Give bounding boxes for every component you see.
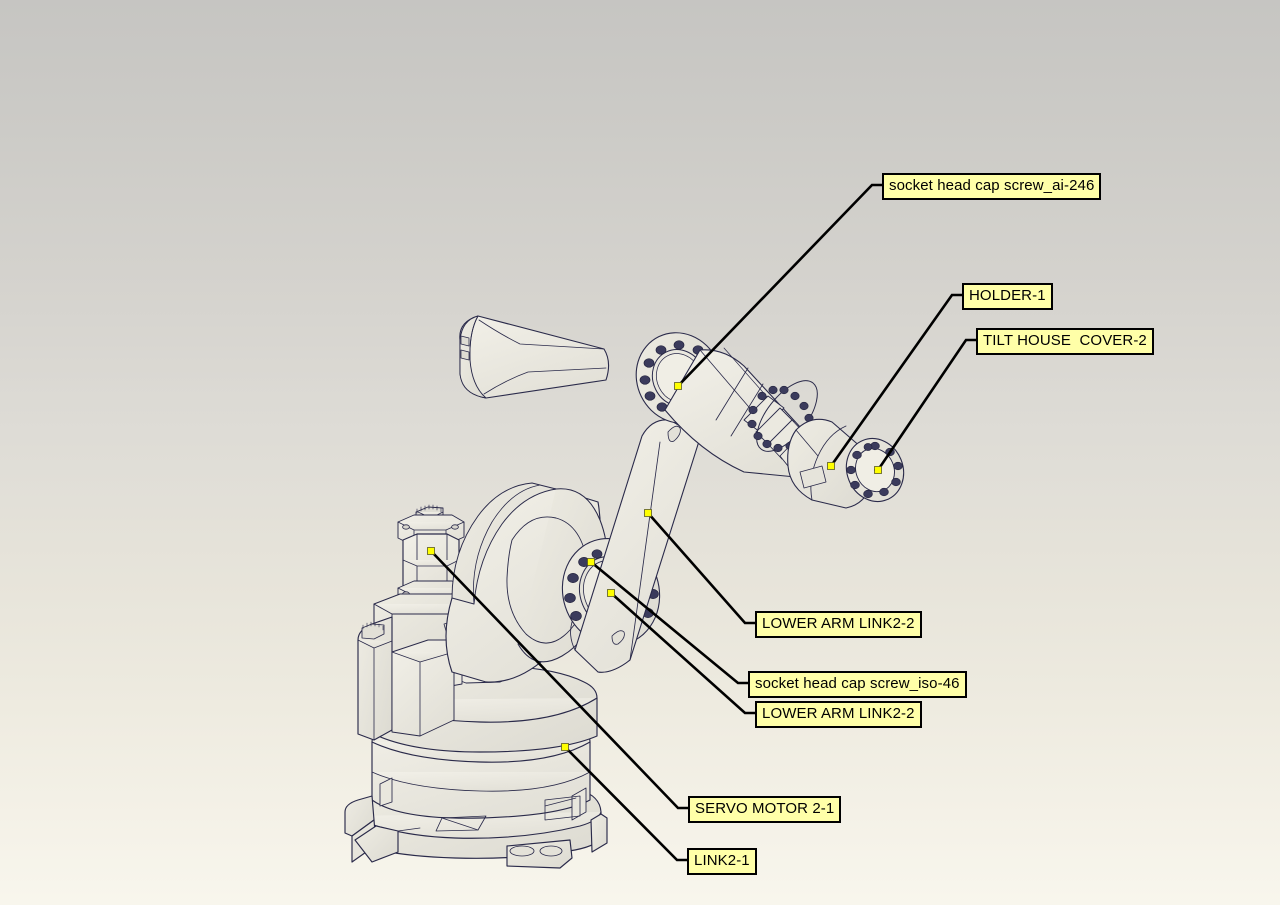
anchor-point-lower-arm-link2-2-upper bbox=[644, 509, 652, 517]
callout-socket-head-cap-screw-iso-46[interactable]: socket head cap screw_iso-46 bbox=[748, 671, 967, 698]
callout-link2-1[interactable]: LINK2-1 bbox=[687, 848, 757, 875]
callout-servo-motor-2-1[interactable]: SERVO MOTOR 2-1 bbox=[688, 796, 842, 823]
anchor-point-tilt-house-cover-2 bbox=[874, 466, 882, 474]
leader-line-tilt-house-cover-2 bbox=[876, 338, 978, 472]
anchor-point-holder-1 bbox=[827, 462, 835, 470]
callout-socket-head-cap-screw-ai-246[interactable]: socket head cap screw_ai-246 bbox=[882, 173, 1102, 200]
upper-arm-drum bbox=[459, 315, 610, 399]
anchor-point-link2-1 bbox=[561, 743, 569, 751]
leader-line-servo-motor-2-1 bbox=[429, 549, 690, 810]
callout-leader-lines bbox=[429, 183, 978, 862]
anchor-point-socket-head-cap-screw-ai-246 bbox=[674, 382, 682, 390]
callout-holder-1[interactable]: HOLDER-1 bbox=[962, 283, 1053, 310]
leader-line-socket-head-cap-screw-ai-246 bbox=[676, 183, 884, 388]
link2-1-side-cover bbox=[357, 616, 455, 741]
leader-line-socket-head-cap-screw-iso-46 bbox=[589, 560, 750, 685]
anchor-point-lower-arm-link2-2-lower bbox=[607, 589, 615, 597]
leader-line-lower-arm-link2-2-lower bbox=[609, 591, 757, 715]
callout-anchor-points[interactable] bbox=[427, 382, 882, 751]
callout-tilt-house-cover-2[interactable]: TILT HOUSE COVER-2 bbox=[976, 328, 1154, 355]
lower-arm-link2-2-shoulder bbox=[445, 482, 609, 683]
leader-line-holder-1 bbox=[829, 293, 964, 468]
callout-lower-arm-link2-2-upper[interactable]: LOWER ARM LINK2-2 bbox=[755, 611, 922, 638]
anchor-point-socket-head-cap-screw-iso-46 bbox=[587, 558, 595, 566]
callout-lower-arm-link2-2-lower[interactable]: LOWER ARM LINK2-2 bbox=[755, 701, 922, 728]
anchor-point-servo-motor-2-1 bbox=[427, 547, 435, 555]
leader-line-link2-1 bbox=[563, 745, 689, 862]
leader-line-lower-arm-link2-2-upper bbox=[646, 511, 757, 625]
